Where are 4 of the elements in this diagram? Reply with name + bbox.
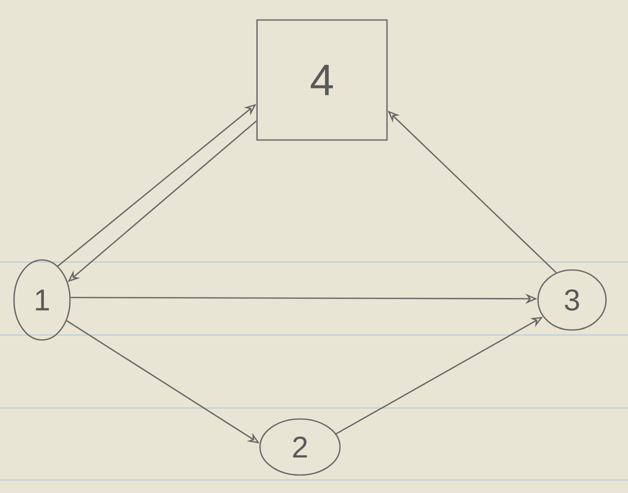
circle-node: 2 <box>259 418 341 476</box>
box-node: 4 <box>256 19 388 141</box>
circle-node: 1 <box>13 259 71 341</box>
circle-node: 3 <box>537 269 607 331</box>
